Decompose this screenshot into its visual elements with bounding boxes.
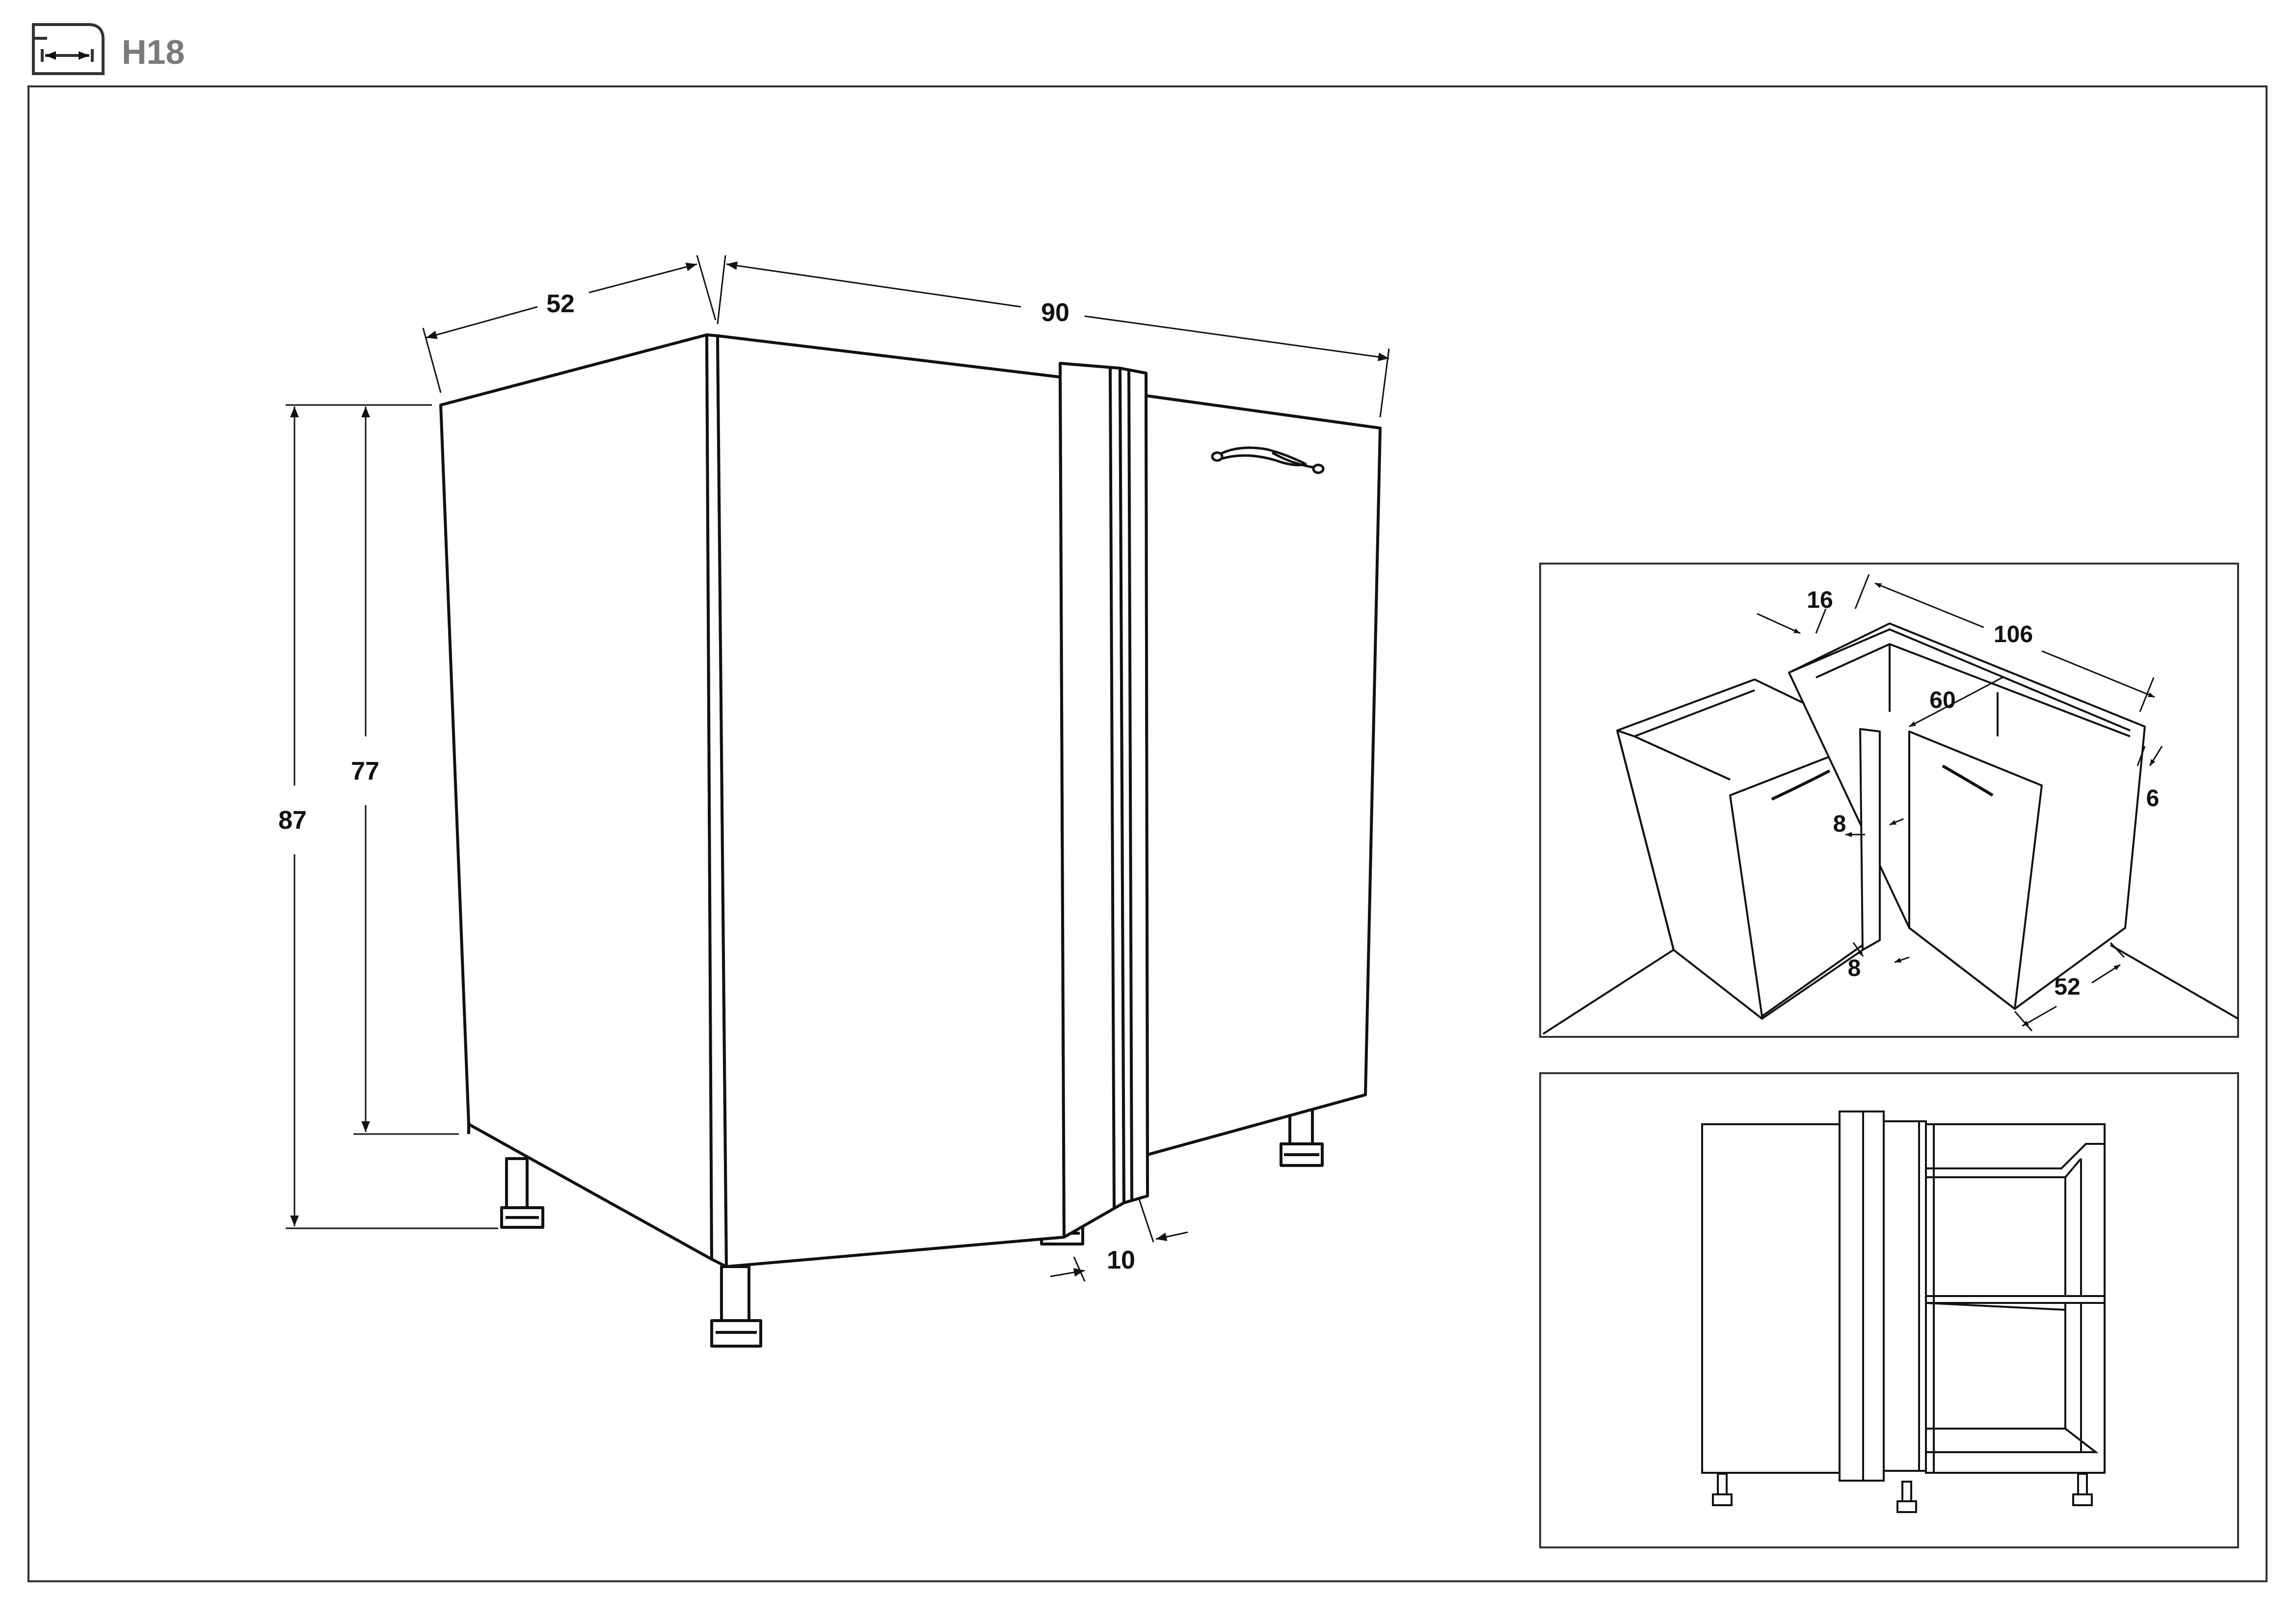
door-handle xyxy=(1211,446,1325,474)
dim-width-label: 90 xyxy=(1041,298,1069,327)
iso-dimensions xyxy=(1757,574,2163,1031)
cabinet-door-left xyxy=(716,334,1066,1268)
iso-dim-gap-lower-label: 8 xyxy=(1848,955,1861,981)
cabinet-door-right xyxy=(1145,394,1382,1156)
drawing-frame xyxy=(27,85,2268,1582)
main-dimensions xyxy=(286,255,1390,1282)
iso-view-panel xyxy=(1539,563,2239,1038)
main-cabinet-view xyxy=(439,333,1382,1348)
width-dimension-icon xyxy=(32,23,105,75)
iso-dim-inner-label: 60 xyxy=(1929,687,1955,713)
dim-height-body-label: 77 xyxy=(351,757,379,785)
dim-height-total-label: 87 xyxy=(278,806,307,835)
dim-filler-label: 10 xyxy=(1107,1246,1135,1274)
front-leg xyxy=(1896,1481,1917,1513)
iso-dim-depth-label: 52 xyxy=(2054,974,2080,1000)
front-view-panel xyxy=(1539,1072,2239,1548)
iso-dim-thickness-label: 16 xyxy=(1807,587,1833,613)
front-leg xyxy=(2072,1473,2093,1506)
cabinet-leg xyxy=(500,1157,544,1229)
front-view-cabinet xyxy=(1701,1110,2106,1513)
iso-dim-side-label: 6 xyxy=(2146,785,2160,812)
cabinet-side-panel xyxy=(439,333,713,1261)
dim-depth-label: 52 xyxy=(546,290,575,318)
front-leg xyxy=(1712,1473,1733,1506)
iso-dim-gap-upper-label: 8 xyxy=(1833,811,1846,837)
iso-corner-cabinet xyxy=(1542,623,2239,1035)
cabinet-leg xyxy=(710,1265,762,1348)
iso-dim-top-length-label: 106 xyxy=(1994,622,2033,648)
model-code: H18 xyxy=(122,33,185,71)
